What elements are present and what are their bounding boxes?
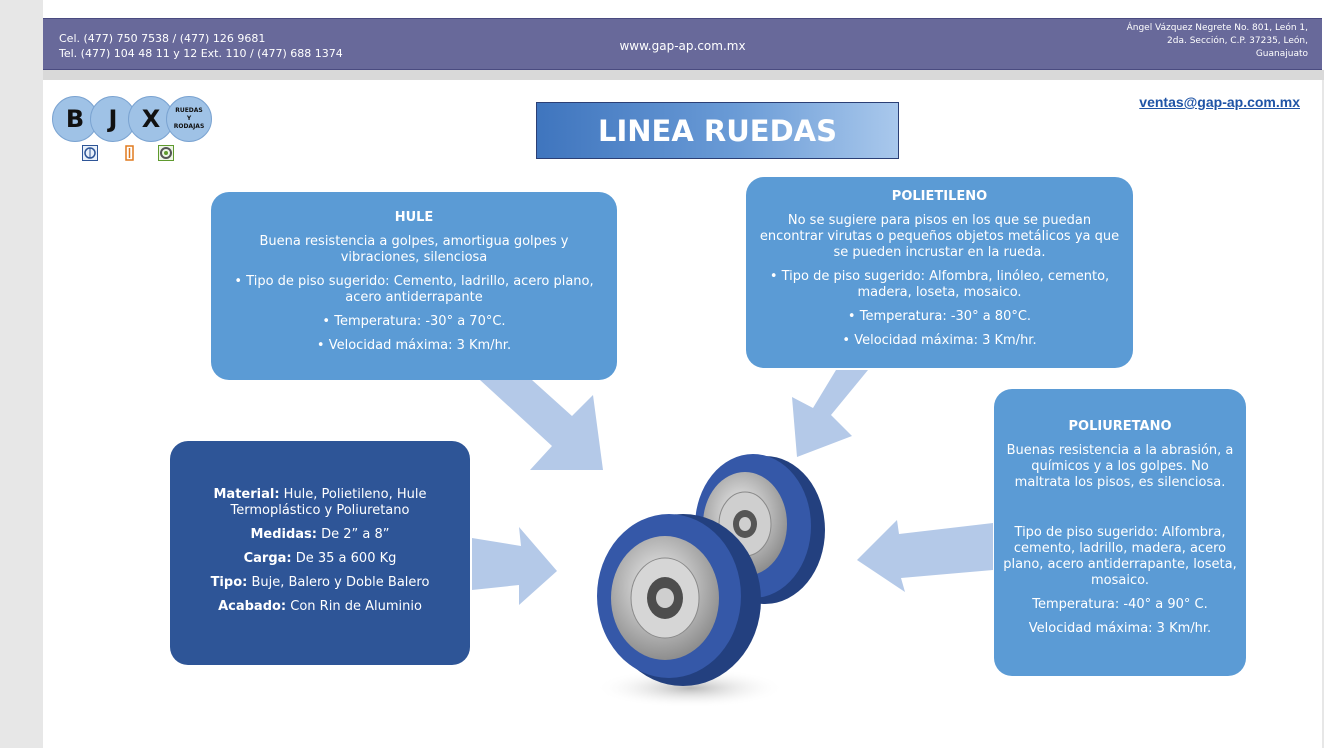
spec-tipo-label: Tipo: <box>210 575 248 590</box>
spec-material: Material: Hule, Polietileno, Hule Termop… <box>180 487 460 519</box>
logo-tagline-line-3: RODAJAS <box>173 123 205 130</box>
spec-acabado-value: Con Rin de Aluminio <box>286 599 422 614</box>
website-url[interactable]: www.gap-ap.com.mx <box>619 39 746 53</box>
page-title: LINEA RUEDAS <box>536 102 899 159</box>
sales-email-link[interactable]: ventas@gap-ap.com.mx <box>1139 94 1300 110</box>
poliuretano-temperature: Temperatura: -40° a 90° C. <box>1032 597 1208 612</box>
hule-temperature: • Temperatura: -30° a 70°C. <box>322 314 506 329</box>
address-line-2: 2da. Sección, C.P. 37235, León, <box>1167 36 1308 46</box>
spec-material-label: Material: <box>213 487 280 502</box>
hule-description: Buena resistencia a golpes, amortigua go… <box>259 234 569 265</box>
polietileno-temperature: • Temperatura: -30° a 80°C. <box>847 309 1032 324</box>
front-wheel <box>597 514 761 686</box>
poliuretano-description: Buenas resistencia a la abrasión, a quím… <box>1006 443 1234 490</box>
address-line-3: Guanajuato <box>1255 49 1308 59</box>
polietileno-floor-type: • Tipo de piso sugerido: Alfombra, linól… <box>769 269 1110 300</box>
top-margin <box>43 0 1324 18</box>
spec-medidas-value: De 2” a 8” <box>317 527 390 542</box>
spec-carga-value: De 35 a 600 Kg <box>291 551 397 566</box>
spec-medidas-label: Medidas: <box>250 527 317 542</box>
spec-tipo-value: Buje, Balero y Doble Balero <box>247 575 430 590</box>
logo-letter-b: B <box>52 96 98 142</box>
polietileno-heading: POLIETILENO <box>891 189 988 204</box>
wheels-product-image <box>595 454 825 708</box>
hule-floor-type: • Tipo de piso sugerido: Cemento, ladril… <box>234 274 594 305</box>
spec-medidas: Medidas: De 2” a 8” <box>180 527 460 543</box>
wheel-shadow <box>595 668 785 708</box>
poliuretano-max-speed: Velocidad máxima: 3 Km/hr. <box>1028 621 1212 636</box>
poliuretano-floor-type: Tipo de piso sugerido: Alfombra, cemento… <box>1003 525 1237 588</box>
address: Ángel Vázquez Negrete No. 801, León 1, 2… <box>1048 22 1308 61</box>
hule-heading: HULE <box>394 210 434 225</box>
spec-carga-label: Carga: <box>243 551 292 566</box>
polietileno-max-speed: • Velocidad máxima: 3 Km/hr. <box>842 333 1037 348</box>
contact-header: Cel. (477) 750 7538 / (477) 126 9681 Tel… <box>43 18 1322 70</box>
hule-box: HULE Buena resistencia a golpes, amortig… <box>211 192 617 380</box>
caster-orange-icon <box>125 145 134 161</box>
polietileno-box: POLIETILENO No se sugiere para pisos en … <box>746 177 1133 368</box>
address-line-1: Ángel Vázquez Negrete No. 801, León 1, <box>1126 23 1308 33</box>
poliuretano-box: POLIURETANO Buenas resistencia a la abra… <box>994 389 1246 676</box>
page-edge <box>1322 80 1324 748</box>
logo-tagline-line-1: RUEDAS <box>175 107 203 114</box>
spec-acabado-label: Acabado: <box>218 599 287 614</box>
header-separator <box>43 70 1324 80</box>
wheel-green-icon <box>158 145 174 161</box>
phone-line-1: Cel. (477) 750 7538 / (477) 126 9681 <box>59 32 266 45</box>
phone-line-2: Tel. (477) 104 48 11 y 12 Ext. 110 / (47… <box>59 47 343 60</box>
spec-material-value: Hule, Polietileno, Hule Termoplástico y … <box>230 487 427 518</box>
spec-carga: Carga: De 35 a 600 Kg <box>180 551 460 567</box>
phone-numbers: Cel. (477) 750 7538 / (477) 126 9681 Tel… <box>59 31 343 61</box>
polietileno-description: No se sugiere para pisos en los que se p… <box>759 213 1120 260</box>
specs-box: Material: Hule, Polietileno, Hule Termop… <box>170 441 470 665</box>
wheel-blue-icon <box>82 145 98 161</box>
poliuretano-heading: POLIURETANO <box>1068 419 1172 434</box>
logo-tagline-line-2: Y <box>186 115 192 122</box>
hule-max-speed: • Velocidad máxima: 3 Km/hr. <box>316 338 512 353</box>
spec-acabado: Acabado: Con Rin de Aluminio <box>180 599 460 615</box>
spec-tipo: Tipo: Buje, Balero y Doble Balero <box>180 575 460 591</box>
